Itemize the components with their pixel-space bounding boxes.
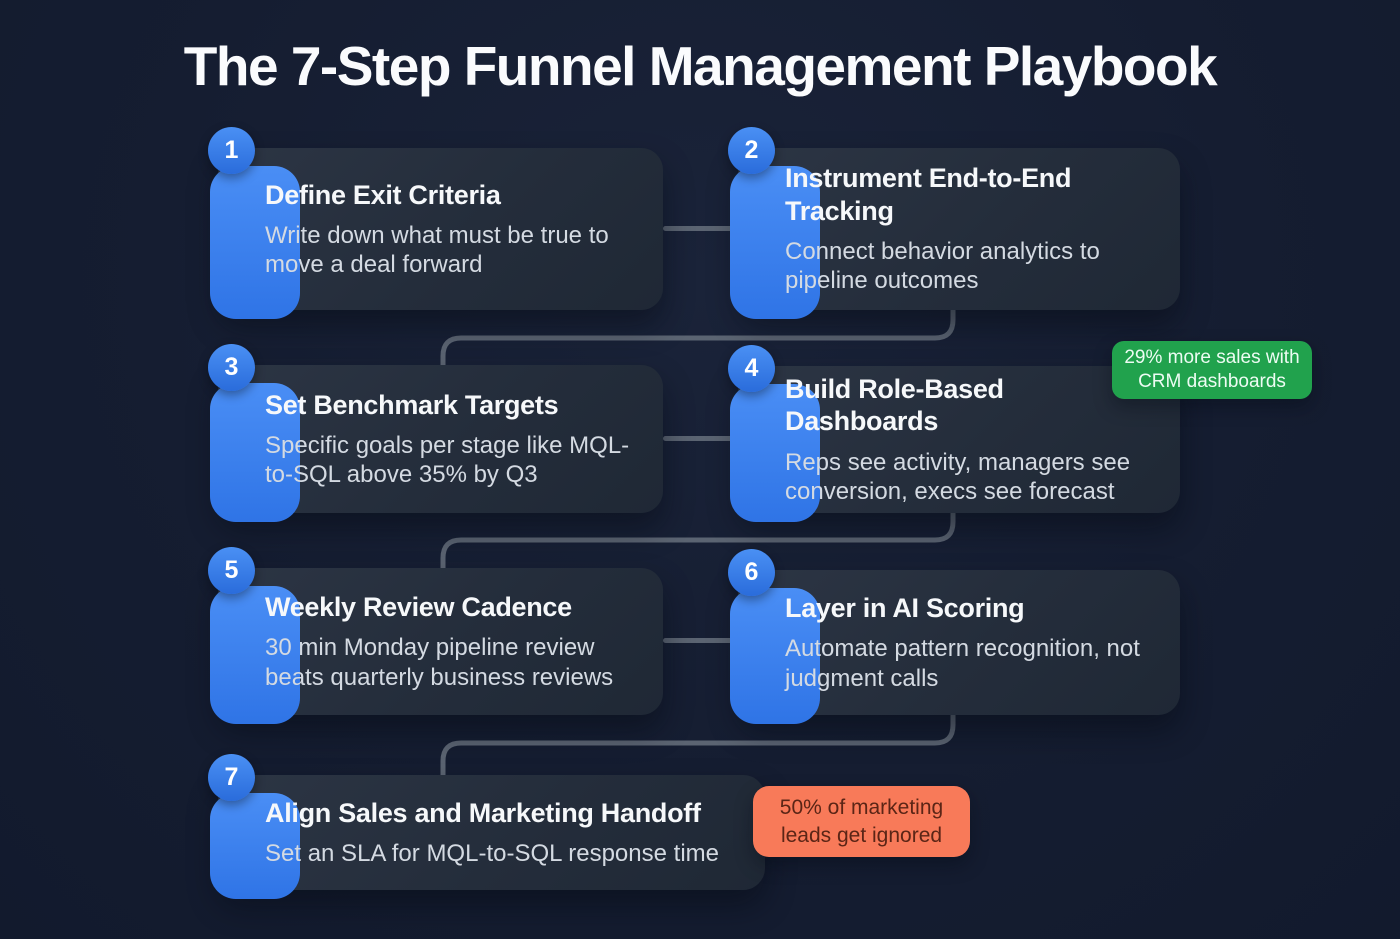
step-card-1: 1 Define Exit Criteria Write down what m… (208, 127, 663, 319)
step-number-badge: 1 (208, 127, 255, 174)
step-description: Automate pattern recognition, not judgme… (785, 635, 1140, 692)
stat-callout-marketing-leads: 50% of marketing leads get ignored (753, 786, 970, 857)
step-card-2: 2 Instrument End-to-End Tracking Connect… (728, 127, 1180, 319)
step-card-5: 5 Weekly Review Cadence 30 min Monday pi… (208, 547, 663, 724)
step-title: Instrument End-to-End Tracking (785, 163, 1072, 226)
connector-step5-step6 (663, 638, 738, 643)
step-card-4: 4 Build Role-Based Dashboards Reps see a… (728, 345, 1180, 522)
step-title: Set Benchmark Targets (265, 389, 559, 420)
step-description: Specific goals per stage like MQL-to-SQL… (265, 431, 630, 489)
step-title: Align Sales and Marketing Handoff (265, 797, 701, 828)
step-title: Build Role-Based Dashboards (785, 373, 1004, 437)
connector-step6-step7 (440, 712, 956, 778)
stat-callout-crm-dashboards: 29% more sales with CRM dashboards (1112, 341, 1312, 399)
page-title: The 7-Step Funnel Management Playbook (183, 35, 1218, 97)
connector-step4-step5 (440, 510, 956, 571)
step-number-badge: 5 (208, 547, 255, 594)
step-card-3: 3 Set Benchmark Targets Specific goals p… (208, 344, 663, 522)
step-number-badge: 6 (728, 549, 775, 596)
step-card-6: 6 Layer in AI Scoring Automate pattern r… (728, 549, 1180, 724)
step-description: Write down what must be true to move a d… (265, 221, 609, 279)
connector-step2-step3 (440, 306, 956, 368)
step-title: Layer in AI Scoring (785, 593, 1025, 624)
step-description: Set an SLA for MQL-to-SQL response time (265, 840, 719, 868)
step-card-7: 7 Align Sales and Marketing Handoff Set … (208, 754, 765, 899)
step-number-badge: 2 (728, 127, 775, 174)
step-description: 30 min Monday pipeline review beats quar… (265, 634, 614, 691)
step-description: Reps see activity, managers see conversi… (785, 448, 1131, 505)
step-title: Define Exit Criteria (265, 179, 501, 210)
connector-step1-step2 (663, 226, 738, 231)
step-number-badge: 3 (208, 344, 255, 391)
step-description: Connect behavior analytics to pipeline o… (785, 238, 1100, 295)
step-title: Weekly Review Cadence (265, 592, 572, 623)
step-number-badge: 7 (208, 754, 255, 801)
step-number-badge: 4 (728, 345, 775, 392)
connector-step3-step4 (663, 436, 738, 441)
